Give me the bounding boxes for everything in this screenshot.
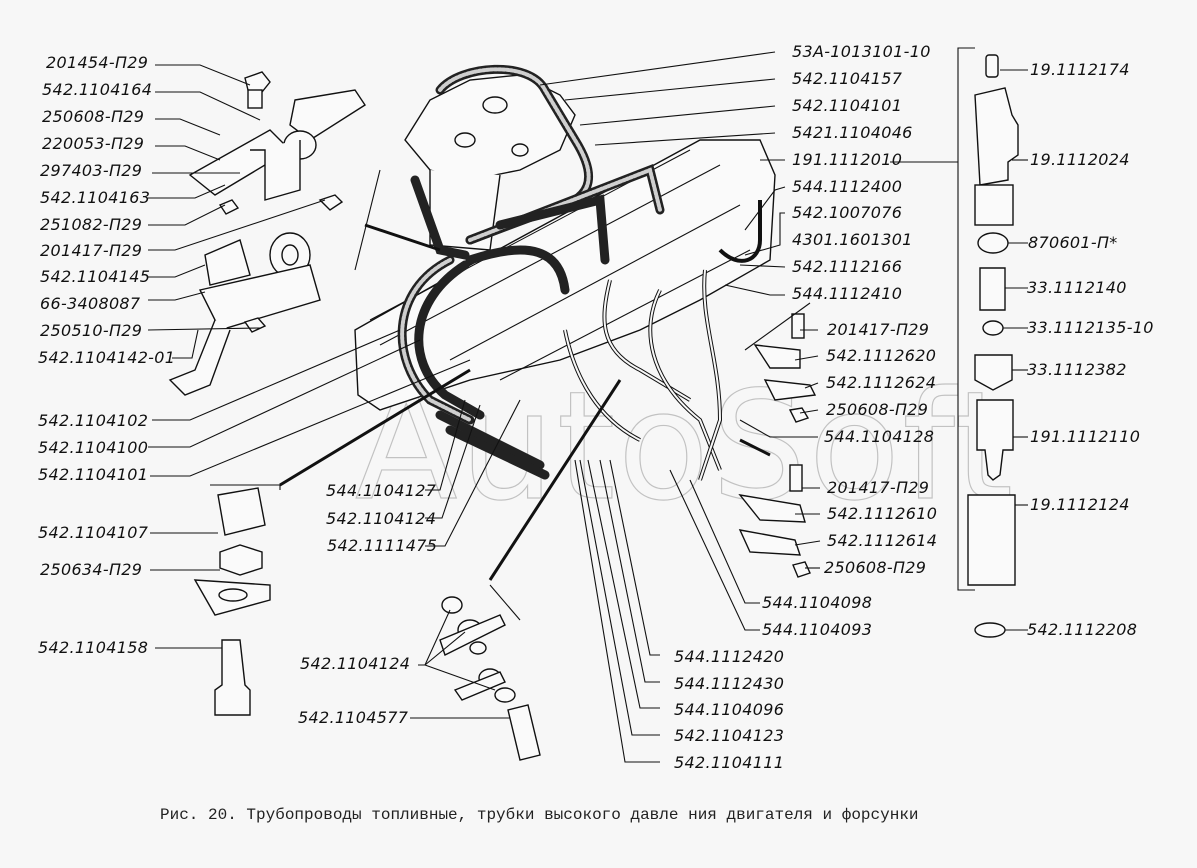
- part-label: 5421.1104046: [792, 123, 913, 142]
- part-label: 542.1111475: [327, 536, 438, 555]
- part-label: 542.1104124: [326, 509, 437, 528]
- part-label: 19.1112024: [1030, 150, 1130, 169]
- part-label: 542.1112208: [1027, 620, 1138, 639]
- part-label: 250608-П29: [42, 107, 145, 126]
- part-label: 19.1112174: [1030, 60, 1130, 79]
- leader-lines: [147, 51, 1028, 763]
- part-label: 542.1104157: [792, 69, 903, 88]
- part-label: 544.1104128: [824, 427, 935, 446]
- part-label: 33.1112140: [1027, 278, 1127, 297]
- part-label: 544.1104098: [762, 593, 873, 612]
- part-label: 542.1104163: [40, 188, 151, 207]
- clamp-parts: [738, 313, 817, 578]
- part-label: 220053-П29: [42, 134, 145, 153]
- part-label: 250608-П29: [826, 400, 929, 419]
- part-label: 201417-П29: [827, 320, 930, 339]
- part-label: 870601-П*: [1028, 233, 1118, 252]
- part-label: 544.1104093: [762, 620, 873, 639]
- part-label: 33.1112135-10: [1027, 318, 1154, 337]
- part-label: 542.1104111: [674, 753, 785, 772]
- fuel-hoses: [397, 64, 665, 480]
- part-label: 201417-П29: [827, 478, 930, 497]
- part-label: 542.1104101: [38, 465, 149, 484]
- part-label: 250510-П29: [40, 321, 143, 340]
- part-label: 19.1112124: [1030, 495, 1130, 514]
- part-label: 542.1104100: [38, 438, 149, 457]
- figure-caption: Рис. 20. Трубопроводы топливные, трубки …: [160, 806, 919, 824]
- part-label: 544.1112400: [792, 177, 903, 196]
- part-label: 542.1112620: [826, 346, 937, 365]
- part-label: 542.1104124: [300, 654, 411, 673]
- return-fitting: [193, 487, 271, 716]
- part-label: 544.1104096: [674, 700, 785, 719]
- part-label: 191.1112110: [1030, 427, 1141, 446]
- part-label: 4301.1601301: [792, 230, 913, 249]
- part-label: 201454-П29: [46, 53, 149, 72]
- part-label: 297403-П29: [40, 161, 143, 180]
- part-label: 544.1104127: [326, 481, 437, 500]
- part-label: 542.1104107: [38, 523, 149, 542]
- part-label: 544.1112430: [674, 674, 785, 693]
- part-label: 542.1007076: [792, 203, 903, 222]
- injector-parts: [890, 47, 1019, 638]
- part-label: 250634-П29: [40, 560, 143, 579]
- part-label: 542.1104101: [792, 96, 903, 115]
- part-label: 251082-П29: [40, 215, 143, 234]
- part-label: 542.1104123: [674, 726, 785, 745]
- part-label: 542.1112614: [827, 531, 938, 550]
- part-label: 250608-П29: [824, 558, 927, 577]
- part-label: 542.1112610: [827, 504, 938, 523]
- part-label: 544.1112410: [792, 284, 903, 303]
- part-label: 191.1112010: [792, 150, 903, 169]
- part-label: 542.1104102: [38, 411, 149, 430]
- part-label: 66-3408087: [40, 294, 141, 313]
- part-label: 542.1112166: [792, 257, 903, 276]
- part-label: 542.1104164: [42, 80, 153, 99]
- part-label: 542.1104145: [40, 267, 151, 286]
- part-label: 542.1104142-01: [38, 348, 176, 367]
- part-label: 542.1112624: [826, 373, 937, 392]
- part-label: 53А-1013101-10: [792, 42, 931, 61]
- high-pressure-tubes: [563, 200, 762, 481]
- part-label: 542.1104577: [298, 708, 409, 727]
- banjo-fittings: [439, 596, 541, 761]
- part-label: 542.1104158: [38, 638, 149, 657]
- part-label: 544.1112420: [674, 647, 785, 666]
- part-label: 33.1112382: [1027, 360, 1127, 379]
- bracket-assembly: [168, 71, 366, 396]
- watermark: AutoSoft: [354, 359, 1016, 534]
- part-label: 201417-П29: [40, 241, 143, 260]
